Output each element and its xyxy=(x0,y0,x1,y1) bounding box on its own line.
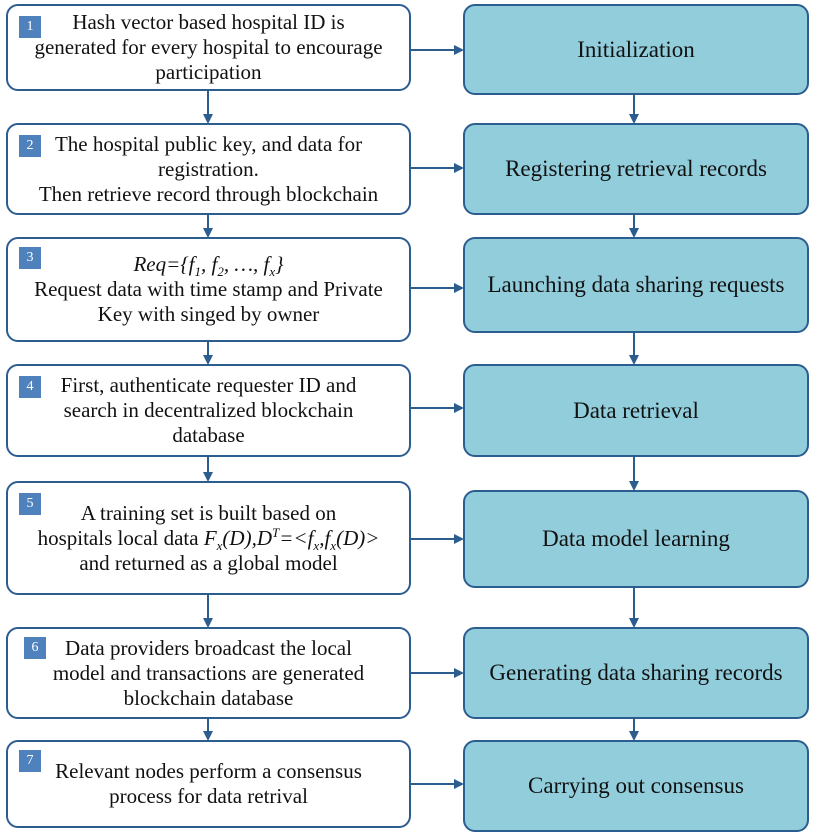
step-4-number: 4 xyxy=(19,376,41,398)
step-7-text: Relevant nodes perform a consensus proce… xyxy=(8,742,409,826)
step-3-line-1: Request data with time stamp and Private xyxy=(34,277,383,301)
step-6-box: 6 Data providers broadcast the local mod… xyxy=(6,627,411,719)
step-1-line-1: Hash vector based hospital ID is xyxy=(72,10,345,34)
step-3-box: 3 Req={f1, f2, …, fx} Request data with … xyxy=(6,237,411,342)
stage-data-model-learning: Data model learning xyxy=(463,490,809,588)
step-3-number: 3 xyxy=(19,247,41,269)
step-2-line-3: Then retrieve record through blockchain xyxy=(38,181,379,206)
step-3-line-2: Key with singed by owner xyxy=(97,302,320,326)
step-1-line-3: participation xyxy=(155,60,262,84)
stage-initialization: Initialization xyxy=(463,4,809,95)
step-6-line-2: model and transactions are generated xyxy=(52,660,365,685)
step-2-text: The hospital public key, and data for re… xyxy=(8,125,409,213)
step-3-formula: Req={f1, f2, …, fx} xyxy=(133,252,284,280)
step-2-line-1: The hospital public key, and data for xyxy=(54,131,363,156)
step-4-box: 4 First, authenticate requester ID and s… xyxy=(6,364,411,457)
step-4-line-2: search in decentralized blockchain xyxy=(63,398,354,422)
step-1-box: 1 Hash vector based hospital ID is gener… xyxy=(6,4,411,91)
step-3-text: Req={f1, f2, …, fx} Request data with ti… xyxy=(8,239,409,340)
step-1-text: Hash vector based hospital ID is generat… xyxy=(8,6,409,89)
step-7-box: 7 Relevant nodes perform a consensus pro… xyxy=(6,740,411,828)
step-1-line-2: generated for every hospital to encourag… xyxy=(34,35,383,59)
step-5-formula: Fx(D),DT=<fx,fx(D)> xyxy=(203,524,380,553)
step-5-box: 5 A training set is built based on hospi… xyxy=(6,481,411,595)
step-4-text: First, authenticate requester ID and sea… xyxy=(8,366,409,455)
step-6-number: 6 xyxy=(24,637,46,659)
step-1-number: 1 xyxy=(19,16,41,38)
stage-launching-data-sharing-requests: Launching data sharing requests xyxy=(463,237,809,333)
step-6-line-1: Data providers broadcast the local xyxy=(65,635,352,660)
stage-data-retrieval: Data retrieval xyxy=(463,364,809,457)
step-2-number: 2 xyxy=(19,135,41,157)
stage-generating-data-sharing-records: Generating data sharing records xyxy=(463,627,809,719)
step-5-line-1: A training set is built based on xyxy=(80,500,337,525)
step-2-line-2: registration. xyxy=(158,156,259,181)
step-5-line-3: and returned as a global model xyxy=(79,550,338,575)
step-5-line-2: hospitals local data Fx(D),DT=<fx,fx(D)> xyxy=(37,524,380,553)
step-6-text: Data providers broadcast the local model… xyxy=(8,629,409,717)
step-2-box: 2 The hospital public key, and data for … xyxy=(6,123,411,215)
step-7-line-1: Relevant nodes perform a consensus xyxy=(55,759,362,783)
step-4-line-1: First, authenticate requester ID and xyxy=(60,373,357,397)
stage-registering-retrieval-records: Registering retrieval records xyxy=(463,123,809,215)
step-5-number: 5 xyxy=(19,493,41,515)
step-5-text: A training set is built based on hospita… xyxy=(8,483,409,593)
step-7-line-2: process for data retrival xyxy=(109,784,308,808)
step-6-line-3: blockchain database xyxy=(123,685,294,710)
step-4-line-3: database xyxy=(172,423,245,447)
step-7-number: 7 xyxy=(19,750,41,772)
stage-carrying-out-consensus: Carrying out consensus xyxy=(463,740,809,832)
